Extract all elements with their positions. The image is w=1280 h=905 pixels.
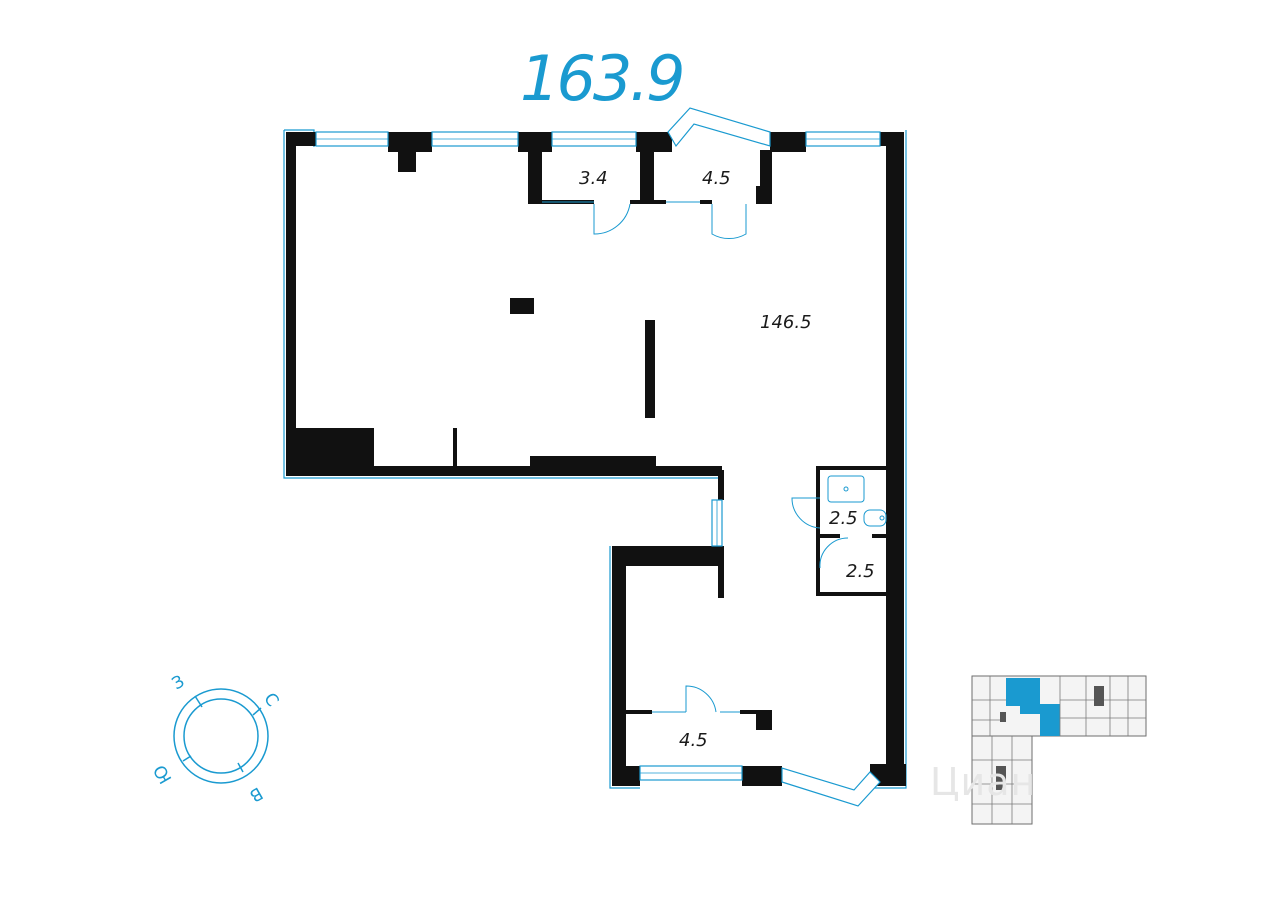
room-area-closet-1: 3.4 bbox=[579, 168, 608, 189]
compass-icon bbox=[173, 688, 269, 784]
room-area-back-room: 4.5 bbox=[679, 730, 708, 751]
room-area-bathroom: 2.5 bbox=[829, 508, 858, 529]
room-area-storage: 2.5 bbox=[846, 561, 875, 582]
watermark: Циан bbox=[930, 760, 1037, 804]
room-area-closet-2: 4.5 bbox=[702, 168, 731, 189]
walls bbox=[286, 132, 906, 786]
wall-outline bbox=[283, 129, 907, 789]
room-area-main: 146.5 bbox=[760, 312, 812, 333]
total-area: 163.9 bbox=[520, 42, 685, 115]
key-plan-icon bbox=[971, 675, 1147, 825]
bathroom-fixtures bbox=[827, 475, 887, 527]
doors bbox=[593, 203, 849, 713]
window-lines bbox=[316, 138, 880, 774]
interior-glass bbox=[542, 201, 740, 713]
